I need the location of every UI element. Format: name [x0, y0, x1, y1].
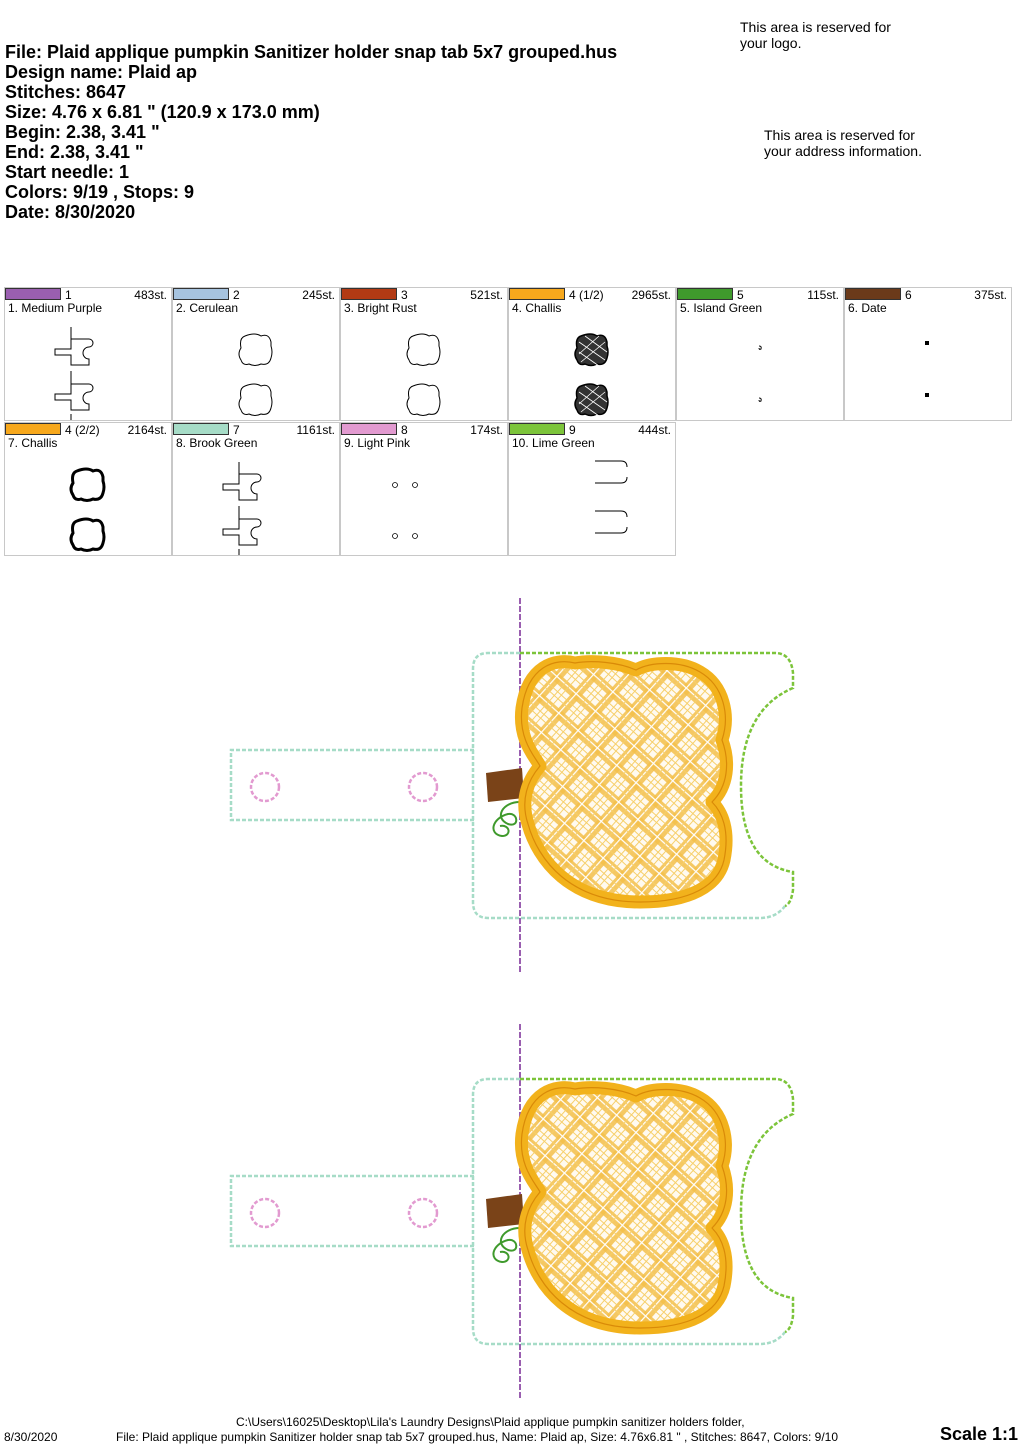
pumpkin-stem [486, 1194, 524, 1228]
color-number: 3 [401, 288, 408, 302]
color-thumbnail [595, 460, 628, 534]
color-swatch [509, 423, 565, 435]
color-name: 7. Challis [8, 436, 58, 450]
color-name: 10. Lime Green [512, 436, 595, 450]
color-number: 9 [569, 423, 576, 437]
footer-path: C:\Users\16025\Desktop\Lila's Laundry De… [236, 1415, 745, 1429]
holder-outline [471, 651, 786, 920]
pumpkin-satin-edge [520, 661, 728, 903]
color-stitch-count: 1161st. [296, 423, 335, 437]
holder-outline-green [520, 1077, 795, 1334]
color-name: 9. Light Pink [344, 436, 411, 450]
address-placeholder: This area is reserved for your address i… [764, 127, 922, 159]
color-name: 6. Date [848, 301, 887, 315]
color-name: 4. Challis [512, 301, 562, 315]
start-needle-line: Start needle: 1 [5, 162, 130, 182]
color-swatch [173, 288, 229, 300]
color-stitch-count: 375st. [974, 288, 1007, 302]
vine-curl [492, 801, 521, 838]
color-thumbnail [758, 345, 762, 402]
date-line: Date: 8/30/2020 [5, 202, 136, 222]
color-cell: 3 521st. 3. Bright Rust [340, 287, 508, 421]
color-stitch-count: 444st. [638, 423, 671, 437]
pumpkin-stem [486, 768, 524, 802]
snap-tab-outline [229, 1174, 474, 1248]
scale-label: Scale 1:1 [939, 1424, 1018, 1444]
color-stitch-count: 521st. [470, 288, 503, 302]
color-swatch [173, 423, 229, 435]
color-thumbnail [54, 327, 94, 420]
size-line: Size: 4.76 x 6.81 " (120.9 x 173.0 mm) [5, 102, 320, 122]
color-number: 1 [65, 288, 72, 302]
vine-curl [492, 1227, 521, 1264]
design-name-line: Design name: Plaid ap [5, 62, 198, 82]
color-number: 6 [905, 288, 912, 302]
color-number: 7 [233, 423, 240, 437]
end-line: End: 2.38, 3.41 " [5, 142, 144, 162]
holder-outline [471, 1077, 786, 1346]
color-name: 3. Bright Rust [344, 301, 417, 315]
color-thumbnail [238, 333, 273, 416]
color-cell: 1 483st. 1. Medium Purple [4, 287, 172, 421]
footer-date: 8/30/2020 [4, 1430, 58, 1444]
color-name: 1. Medium Purple [8, 301, 103, 315]
color-name: 5. Island Green [680, 301, 763, 315]
color-stitch-count: 174st. [470, 423, 503, 437]
color-stitch-count: 245st. [302, 288, 335, 302]
color-stitch-count: 483st. [134, 288, 167, 302]
color-thumbnail [222, 462, 262, 555]
color-stitch-count: 2164st. [127, 423, 167, 437]
color-swatch [341, 423, 397, 435]
color-cell: 5 115st. 5. Island Green [676, 287, 844, 421]
design-info: File: Plaid applique pumpkin Sanitizer h… [5, 42, 617, 222]
pumpkin-applique [514, 655, 734, 909]
holder-outline-green [520, 651, 795, 908]
color-swatch [509, 288, 565, 300]
holder-bottom [229, 1024, 795, 1400]
color-cell: 6 375st. 6. Date [844, 287, 1012, 421]
color-cell: 7 1161st. 8. Brook Green [172, 422, 340, 556]
color-swatch [677, 288, 733, 300]
snap-tab-outline [229, 748, 474, 822]
color-thumbnail [69, 467, 106, 552]
stitches-line: Stitches: 8647 [5, 82, 127, 102]
color-thumbnail [574, 333, 609, 417]
color-swatch [5, 288, 61, 300]
begin-line: Begin: 2.38, 3.41 " [5, 122, 160, 142]
color-thumbnail [392, 482, 418, 539]
color-swatch [845, 288, 901, 300]
footer-summary: File: Plaid applique pumpkin Sanitizer h… [116, 1430, 839, 1444]
color-cell: 8 174st. 9. Light Pink [340, 422, 508, 556]
logo-placeholder: This area is reserved for your logo. [740, 19, 891, 51]
color-number: 4 (1/2) [569, 288, 604, 302]
color-thumbnail [925, 341, 929, 397]
pumpkin-satin-edge [520, 1087, 728, 1329]
color-cell: 4 (1/2) 2965st. 4. Challis [508, 287, 676, 421]
color-stitch-count: 2965st. [631, 288, 671, 302]
color-cell: 9 444st. 10. Lime Green [508, 422, 676, 556]
design-preview [229, 598, 795, 1400]
color-name: 8. Brook Green [176, 436, 258, 450]
color-number: 2 [233, 288, 240, 302]
snap-circle [249, 771, 281, 803]
colors-line: Colors: 9/19 , Stops: 9 [5, 182, 195, 202]
color-swatch [341, 288, 397, 300]
color-cell: 4 (2/2) 2164st. 7. Challis [4, 422, 172, 556]
color-number: 4 (2/2) [65, 423, 100, 437]
color-cell: 2 245st. 2. Cerulean [172, 287, 340, 421]
color-swatch [5, 423, 61, 435]
color-stitch-count: 115st. [807, 288, 839, 302]
color-thumbnail [406, 333, 441, 416]
color-number: 5 [737, 288, 744, 302]
snap-circle [249, 1197, 281, 1229]
pumpkin-applique [514, 1081, 734, 1335]
color-name: 2. Cerulean [176, 301, 239, 315]
color-number: 8 [401, 423, 408, 437]
holder-top [229, 598, 795, 974]
file-line: File: Plaid applique pumpkin Sanitizer h… [5, 42, 618, 62]
snap-circle [407, 1197, 439, 1229]
snap-circle [407, 771, 439, 803]
